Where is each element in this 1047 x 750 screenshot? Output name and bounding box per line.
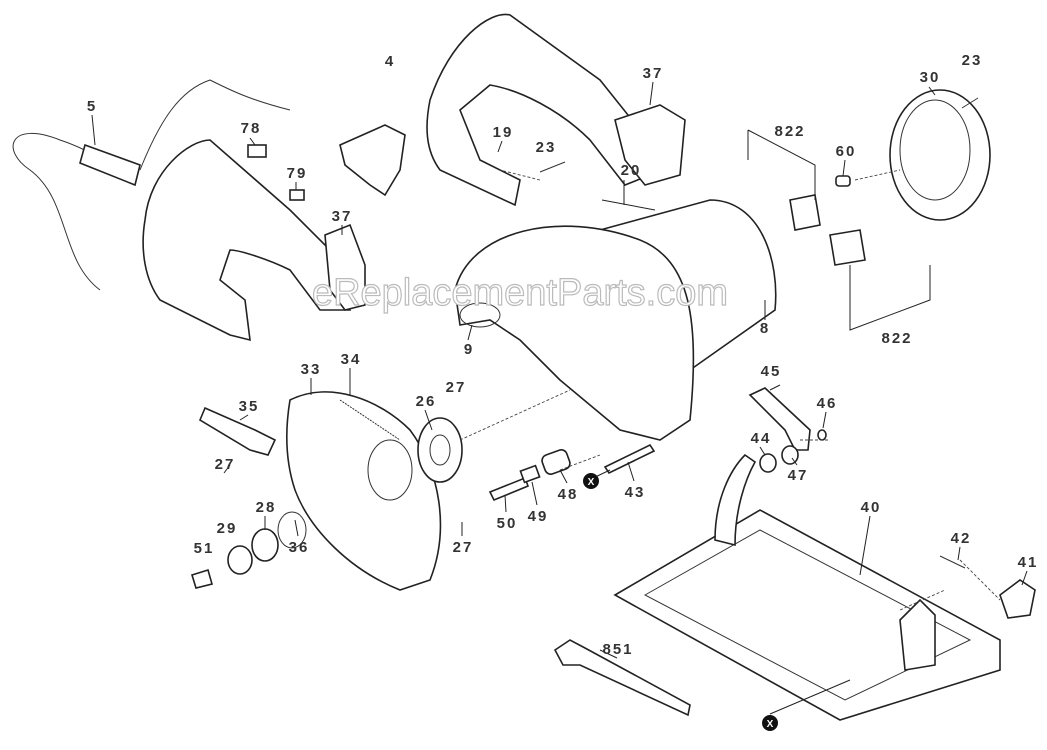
part-label: 35 [239,398,260,415]
part-label: 34 [341,351,362,368]
part-label: 45 [761,363,782,380]
part-label: 27 [446,379,467,396]
x-marker-text: X [588,477,595,488]
handle-knob-37 [324,223,366,311]
part-label: 9 [464,341,474,358]
part-79-brush [289,189,305,201]
nut-44 [759,453,777,473]
brush-holder-822-lower [829,229,866,266]
part-label: 8 [760,320,770,337]
guard-hole [367,439,413,501]
depth-lever-45 [748,387,811,451]
wrench-851 [553,639,691,717]
screw-23 [539,161,566,173]
part-label: 27 [453,539,474,556]
part-labels: 4 5 78 79 37 19 23 37 30 23 822 60 20 8 … [87,52,1039,658]
part-label: 23 [962,52,983,69]
part-label: 29 [217,520,238,537]
washer-47 [781,445,799,465]
flange-26-inner [429,434,451,466]
part-label: 37 [643,65,664,82]
part-label: 30 [920,69,941,86]
x-marker: X [762,715,778,731]
part-label: 23 [536,139,557,156]
bracket-822-lower [849,265,931,331]
part-label: 49 [528,508,549,525]
part-label: 40 [861,499,882,516]
base-plate-40 [613,509,1001,721]
lower-guard-33 [285,391,442,591]
lever-35 [198,406,277,456]
bracket-822-upper [747,129,816,200]
washer-29 [227,545,253,575]
part-label: 822 [881,330,912,347]
part-label: 20 [621,162,642,179]
left-handle-housing [142,139,351,342]
screw-42 [939,555,966,569]
watermark: eReplacementParts.com [312,272,728,314]
part-label: 37 [332,208,353,225]
leader-lines [91,81,1028,715]
part-label: 19 [493,124,514,141]
part-label: 43 [625,484,646,501]
bracket-rear [899,598,936,671]
part-label: 51 [194,540,215,557]
bolt-51 [191,568,213,589]
sleeve-48 [541,449,571,475]
blade-guard-9 [454,225,695,441]
bevel-bracket [714,453,757,547]
brush-holder-822-upper [789,194,821,231]
part-label: 78 [241,120,262,137]
part-label: 26 [416,393,437,410]
wire-leads [139,79,291,171]
pin-43 [603,443,656,475]
base-inner [643,529,972,701]
washer-28 [251,528,279,562]
bushing-49 [519,464,541,484]
end-cap-inner [899,99,971,201]
x-marker-text: X [767,719,774,730]
switch-4 [339,124,406,197]
part-label: 41 [1018,554,1039,571]
part-label: 28 [256,499,277,516]
right-handle-housing [426,13,651,207]
part-label: 79 [287,165,308,182]
part-label: 851 [602,641,633,658]
part-label: 42 [951,530,972,547]
spring-34 [339,399,401,441]
part-label: 48 [558,486,579,503]
part-label: 36 [289,539,310,556]
x-marker: X [583,473,599,489]
part-label: 47 [788,467,809,484]
guard-slot [459,302,501,328]
flange-26 [417,417,463,483]
handle-knob-37b [614,104,686,186]
part-label: 50 [497,515,518,532]
screw-23b [961,97,979,109]
part-46 [817,429,827,441]
end-cap-30 [889,89,991,221]
alignment-lines [459,169,1001,611]
part-label: 33 [301,361,322,378]
part-label: 4 [385,53,395,70]
part-label: 46 [817,395,838,412]
bolt-50 [488,476,530,502]
knob-41 [999,579,1036,619]
cord-strain-relief [79,143,141,187]
part-label: 27 [215,456,236,473]
part-label: 44 [751,430,772,447]
ring-36 [277,511,307,549]
part-60 [835,175,851,187]
part-label: 822 [774,123,805,140]
part-label: 60 [836,143,857,160]
part-78 [247,144,267,158]
part-label: 5 [87,98,97,115]
